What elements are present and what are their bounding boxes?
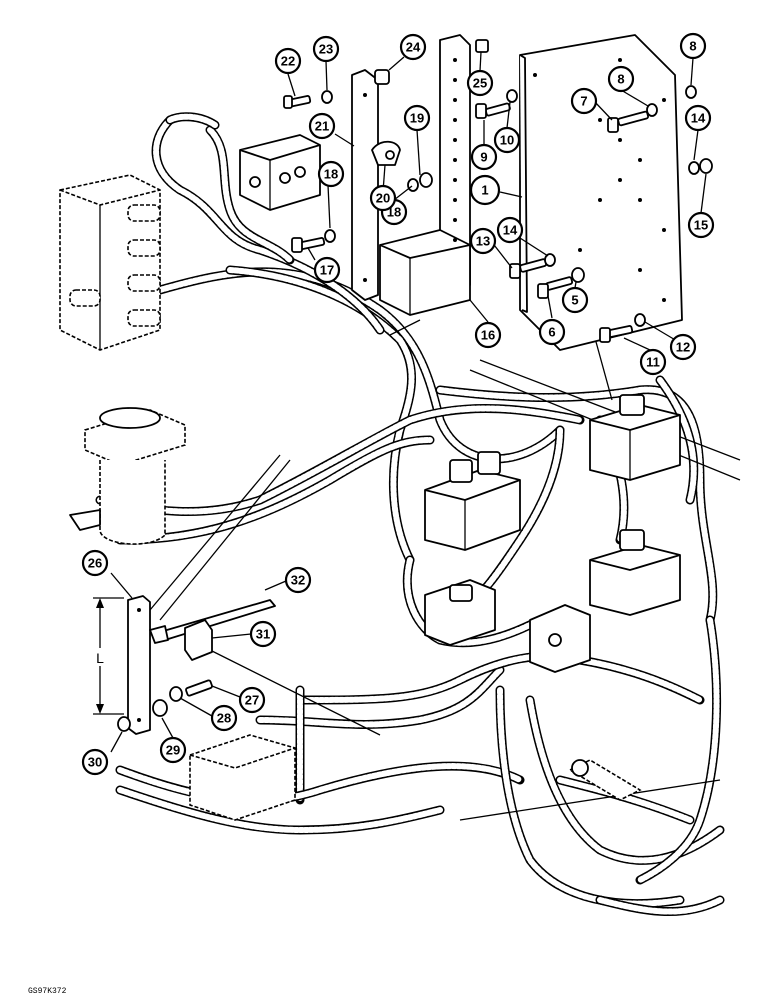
svg-text:21: 21: [315, 119, 329, 134]
callouts: 1 5 6 7 8 8 9 10 11 12 13 14 14 15 16 17…: [81, 32, 715, 776]
svg-text:28: 28: [217, 711, 231, 726]
svg-text:31: 31: [256, 627, 270, 642]
callout-leaders: [110, 51, 707, 753]
svg-text:1: 1: [481, 183, 488, 198]
svg-text:26: 26: [88, 556, 102, 571]
callout-29: 29: [159, 736, 187, 764]
callout-14a: 14: [496, 216, 524, 244]
svg-text:8: 8: [689, 39, 696, 54]
svg-text:23: 23: [319, 42, 333, 57]
valve-block-center-left: [424, 451, 521, 551]
callout-12: 12: [669, 333, 697, 361]
svg-text:13: 13: [476, 234, 490, 249]
svg-text:6: 6: [548, 325, 555, 340]
callout-19: 19: [403, 104, 431, 132]
svg-text:25: 25: [473, 76, 487, 91]
spacer-29: [152, 699, 168, 717]
callout-6: 6: [538, 318, 566, 346]
valve-block-center-right: [589, 394, 681, 481]
callout-13: 13: [469, 227, 497, 255]
callout-8a: 8: [607, 65, 635, 93]
svg-text:8: 8: [617, 72, 624, 87]
valve-block-lower-center: [529, 604, 591, 673]
svg-text:29: 29: [166, 743, 180, 758]
main-mounting-plate-1: [519, 34, 683, 351]
callout-30: 30: [81, 748, 109, 776]
svg-text:14: 14: [691, 111, 706, 126]
svg-text:16: 16: [481, 328, 495, 343]
callout-27: 27: [238, 686, 266, 714]
hose-support-strap-26: [127, 595, 151, 735]
callout-17: 17: [313, 256, 341, 284]
svg-text:30: 30: [88, 755, 102, 770]
svg-text:5: 5: [571, 293, 578, 308]
svg-text:7: 7: [580, 94, 587, 109]
callout-20: 20: [369, 184, 397, 212]
callout-31: 31: [249, 620, 277, 648]
svg-text:27: 27: [245, 693, 259, 708]
valve-block-lower-left: [424, 579, 496, 646]
callout-7: 7: [570, 87, 598, 115]
svg-text:14: 14: [503, 223, 518, 238]
callout-22: 22: [274, 47, 302, 75]
callout-5: 5: [561, 286, 589, 314]
dimension-l: L: [93, 597, 124, 715]
callout-23: 23: [312, 35, 340, 63]
svg-text:18: 18: [324, 167, 338, 182]
callout-10: 10: [493, 126, 521, 154]
svg-text:11: 11: [646, 355, 660, 370]
callout-11: 11: [639, 348, 667, 376]
control-valve-block: [59, 174, 161, 351]
clip-31: [184, 619, 213, 661]
svg-text:10: 10: [500, 133, 514, 148]
svg-text:19: 19: [410, 111, 424, 126]
sensor-bottom-right: [568, 759, 642, 801]
hydraulic-hoses: [95, 112, 725, 917]
valve-block-bottom-left: [189, 734, 296, 821]
hydraulic-cylinder-cap: [69, 407, 186, 545]
bolts-and-washers: [283, 85, 713, 343]
callout-8b: 8: [679, 32, 707, 60]
callout-15: 15: [687, 211, 715, 239]
mounting-bracket-16: [379, 34, 471, 316]
svg-text:12: 12: [676, 340, 690, 355]
callout-32: 32: [284, 566, 312, 594]
svg-text:22: 22: [281, 54, 295, 69]
svg-text:32: 32: [291, 573, 305, 588]
valve-block-lower-right: [589, 529, 681, 616]
spacer-24: [374, 69, 390, 85]
callout-28: 28: [210, 704, 238, 732]
figure-reference-code: GS97K372: [28, 987, 67, 996]
solenoid-valve-top: [239, 134, 321, 211]
callout-14b: 14: [684, 104, 712, 132]
svg-text:15: 15: [694, 218, 708, 233]
callout-9: 9: [470, 143, 498, 171]
svg-text:17: 17: [320, 263, 334, 278]
svg-text:9: 9: [480, 150, 487, 165]
callout-26: 26: [81, 549, 109, 577]
svg-text:24: 24: [406, 40, 421, 55]
clamp-20: [371, 140, 401, 166]
svg-text:20: 20: [376, 191, 390, 206]
nut-30: [117, 716, 131, 732]
callout-24: 24: [399, 33, 427, 61]
dimension-l-label: L: [96, 650, 104, 666]
callout-1: 1: [469, 174, 501, 206]
mounting-plate-21: [351, 69, 379, 301]
bolt-27: [169, 679, 213, 702]
callout-16: 16: [474, 321, 502, 349]
callout-18a: 18: [317, 160, 345, 188]
callout-25: 25: [466, 69, 494, 97]
nut-25: [475, 39, 489, 53]
callout-21: 21: [308, 112, 336, 140]
